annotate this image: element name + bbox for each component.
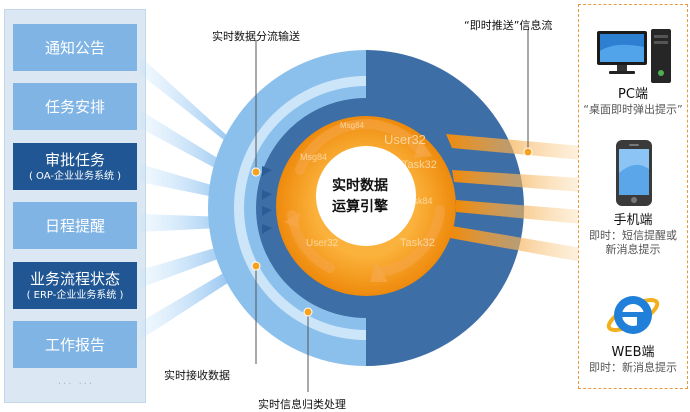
label-push-stream: “即时推送”信息流 — [464, 19, 553, 32]
source-item-notice[interactable]: 通知公告 — [13, 24, 137, 71]
source-title: 通知公告 — [44, 38, 105, 57]
smartphone-icon — [616, 140, 652, 206]
label-receive: 实时接收数据 — [164, 369, 230, 382]
target-pc-desc: “桌面即时弹出提示” — [583, 103, 683, 116]
target-web: WEB端 即时：新消息提示 — [579, 345, 687, 375]
connector-dot — [251, 167, 261, 177]
engine-label-line2: 运算引擎 — [332, 199, 388, 215]
source-item-approval[interactable]: 审批任务 ( OA-企业业务系统 ) — [13, 143, 137, 190]
ring-word: Msg84 — [340, 121, 365, 130]
source-item-task-assignment[interactable]: 任务安排 — [13, 83, 137, 130]
source-panel: 通知公告 任务安排 审批任务 ( OA-企业业务系统 ) 日程提醒 业务流程状态… — [4, 9, 146, 403]
target-mobile-desc-1: 即时：短信提醒或 — [589, 229, 677, 242]
internet-explorer-icon — [606, 296, 660, 334]
ring-word: Task84 — [404, 196, 433, 206]
source-subtitle: ( ERP-企业业务系统 ) — [26, 289, 124, 301]
source-title: 审批任务 — [44, 150, 105, 169]
ring-word: User32 — [306, 238, 339, 249]
source-title: 业务流程状态 — [29, 269, 120, 288]
target-panel: PC端 “桌面即时弹出提示” 手机端 即时：短信提醒或 新消息提示 WEB端 即… — [578, 4, 688, 389]
target-pc: PC端 “桌面即时弹出提示” — [579, 87, 687, 117]
engine-label-line1: 实时数据 — [332, 178, 388, 194]
connector-dot — [523, 147, 533, 157]
source-title: 日程提醒 — [44, 216, 105, 235]
source-title: 工作报告 — [44, 335, 105, 354]
target-web-name: WEB端 — [611, 345, 655, 360]
source-item-business-process[interactable]: 业务流程状态 ( ERP-企业业务系统 ) — [13, 262, 137, 309]
ring-word: User32 — [384, 132, 426, 147]
target-web-desc: 即时：新消息提示 — [589, 361, 677, 374]
more-indicator: ... ... — [57, 376, 95, 387]
outgoing-beams — [446, 134, 582, 262]
source-subtitle: ( OA-企业业务系统 ) — [28, 170, 122, 182]
target-mobile-name: 手机端 — [613, 213, 653, 228]
desktop-pc-icon — [597, 29, 671, 83]
connector-dot — [303, 307, 313, 317]
target-pc-name: PC端 — [618, 87, 648, 102]
engine-core — [316, 146, 416, 246]
connector-dot — [251, 261, 261, 271]
label-distribution: 实时数据分流输送 — [212, 30, 300, 43]
source-title: 任务安排 — [44, 97, 105, 116]
engine-label: 实时数据 运算引擎 — [300, 176, 420, 218]
ring-word: Task32 — [402, 159, 437, 171]
target-mobile: 手机端 即时：短信提醒或 新消息提示 — [579, 213, 687, 257]
ring-word: Msg84 — [300, 152, 327, 162]
source-item-work-report[interactable]: 工作报告 — [13, 321, 137, 368]
ring-word: Task32 — [400, 237, 435, 249]
source-item-schedule[interactable]: 日程提醒 — [13, 202, 137, 249]
target-mobile-desc-2: 新消息提示 — [605, 243, 661, 256]
label-classify: 实时信息归类处理 — [258, 398, 346, 411]
